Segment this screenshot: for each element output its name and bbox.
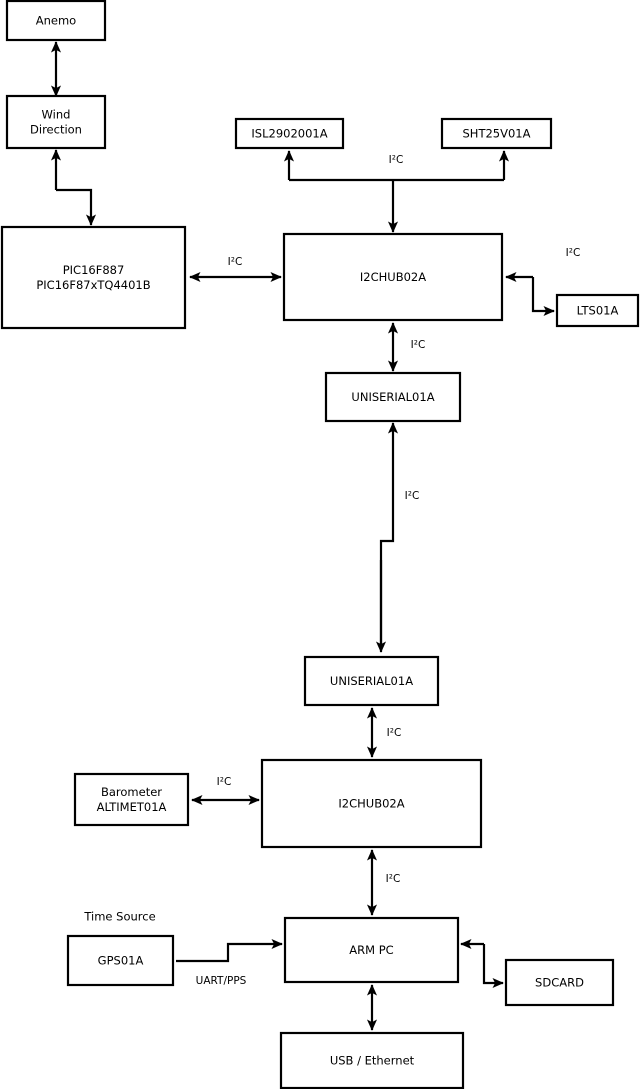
- node-armpc[interactable]: ARM PC: [283, 916, 460, 984]
- node-box-uniserial_up: [324, 371, 462, 423]
- node-box-wind: [5, 94, 107, 150]
- free-label-lbl-time-source: Time Source: [83, 910, 155, 924]
- node-box-isl: [234, 117, 345, 150]
- node-anemo[interactable]: Anemo: [5, 0, 107, 42]
- connector-uniserial-link: [379, 422, 399, 648]
- edge-label-lbl-pic-hub: I²C: [228, 256, 243, 268]
- node-box-anemo: [5, 0, 107, 42]
- node-box-usb: [279, 1031, 465, 1089]
- node-sht[interactable]: SHT25V01A: [440, 117, 553, 150]
- node-label-uniserial_dn: UNISERIAL01A: [330, 674, 413, 688]
- edge-label-lbl-baro-hub2: I²C: [217, 776, 232, 788]
- node-label-hub_bot: I2CHUB02A: [338, 796, 404, 810]
- node-box-hub_top: [282, 232, 504, 322]
- node-isl[interactable]: ISL2902001A: [234, 117, 345, 150]
- node-box-armpc: [283, 916, 460, 984]
- connector-armpc-sd-out: [482, 944, 504, 989]
- node-label-hub_top: I2CHUB02A: [360, 270, 426, 284]
- node-hub_top[interactable]: I2CHUB02A: [282, 232, 504, 322]
- node-hub_bot[interactable]: I2CHUB02A: [260, 758, 483, 849]
- node-label-anemo: Anemo: [36, 13, 76, 27]
- connector-hub-lts-out: [531, 277, 555, 317]
- node-box-pic: [0, 225, 187, 330]
- node-box-sht: [440, 117, 553, 150]
- labels-layer: I²C I²C I²C I²C I²C I²C I²C I²C UART/PPS Time Sou…: [83, 154, 580, 987]
- node-box-lts: [555, 293, 640, 328]
- edge-label-lbl-hub-uniserial: I²C: [411, 339, 426, 351]
- node-label-gps: GPS01A: [98, 953, 144, 967]
- node-label-lts: LTS01A: [577, 303, 619, 317]
- node-label-sdcard: SDCARD: [535, 975, 584, 989]
- node-label-usb: USB / Ethernet: [330, 1053, 415, 1067]
- edges-layer: [50, 41, 555, 1031]
- edge-label-lbl-hub-lts: I²C: [566, 247, 581, 259]
- node-usb[interactable]: USB / Ethernet: [279, 1031, 465, 1089]
- node-box-barometer: [73, 772, 190, 827]
- node-label-uniserial_up: UNISERIAL01A: [351, 390, 434, 404]
- node-box-sdcard: [504, 958, 615, 1007]
- edge-label-lbl-isl-sht-bus: I²C: [389, 154, 404, 166]
- node-box-hub_bot: [260, 758, 483, 849]
- node-gps[interactable]: GPS01A: [66, 934, 175, 987]
- edge-label-lbl-uni-hub2: I²C: [387, 727, 402, 739]
- node-label-sht: SHT25V01A: [463, 126, 531, 140]
- node-box-uniserial_dn: [303, 655, 440, 707]
- node-label-armpc: ARM PC: [349, 943, 393, 957]
- edge-label-lbl-uniserial-link: I²C: [405, 490, 420, 502]
- connector-wind-pic-jog: [56, 188, 97, 226]
- node-label-isl: ISL2902001A: [251, 126, 327, 140]
- connector-gps-armpc: [176, 938, 283, 963]
- edge-label-lbl-gps-armpc: UART/PPS: [196, 975, 247, 987]
- edge-label-lbl-hub2-armpc: I²C: [386, 873, 401, 885]
- node-uniserial_up[interactable]: UNISERIAL01A: [324, 371, 462, 423]
- node-lts[interactable]: LTS01A: [555, 293, 640, 328]
- node-box-gps: [66, 934, 175, 987]
- node-uniserial_dn[interactable]: UNISERIAL01A: [303, 655, 440, 707]
- node-sdcard[interactable]: SDCARD: [504, 958, 615, 1007]
